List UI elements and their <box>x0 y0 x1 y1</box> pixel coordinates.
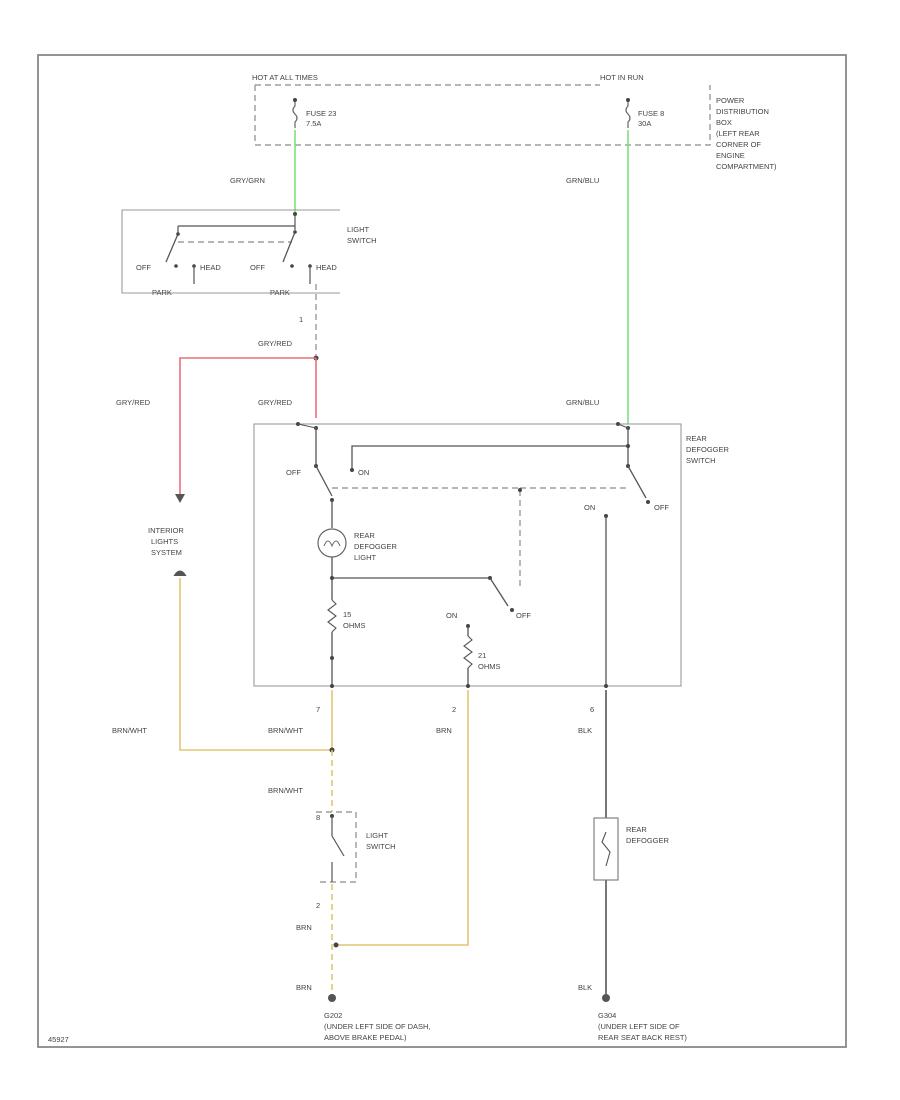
socket-interior-lights <box>173 570 187 577</box>
light-switch-top-off-1: OFF <box>136 263 151 272</box>
defogger-on-left: ON <box>358 468 369 477</box>
wire-label-grn-blu-mid: GRN/BLU <box>566 398 599 407</box>
defogger-light-3: LIGHT <box>354 553 377 562</box>
arrow-interior-lights <box>175 494 185 503</box>
light-switch-top-label-2: SWITCH <box>347 236 377 245</box>
ground-g304-desc-1: (UNDER LEFT SIDE OF <box>598 1022 680 1031</box>
ground-g304 <box>602 994 610 1002</box>
ground-g202-id: G202 <box>324 1011 342 1020</box>
interior-lights-line-3: SYSTEM <box>151 548 182 557</box>
light-switch-top-head-2: HEAD <box>316 263 337 272</box>
wire-label-brn-mid: BRN <box>296 923 312 932</box>
resistor-21-ohms <box>463 635 473 669</box>
interior-lights-line-2: LIGHTS <box>151 537 178 546</box>
hot-in-run-label: HOT IN RUN <box>600 73 644 82</box>
diagram-code: 45927 <box>48 1035 69 1044</box>
ground-g304-desc-2: REAR SEAT BACK REST) <box>598 1033 687 1042</box>
wire-label-brn-wht-low: BRN/WHT <box>268 786 303 795</box>
resistor-2-unit: OHMS <box>478 662 501 671</box>
wire-gry-red-interior <box>179 357 316 498</box>
wire-label-blk-low: BLK <box>578 983 592 992</box>
resistor-2-value: 21 <box>478 651 486 660</box>
pdb-line-7: COMPARTMENT) <box>716 162 777 171</box>
pin-2b: 2 <box>316 901 320 910</box>
defogger-switch-label-3: SWITCH <box>686 456 716 465</box>
pdb-line-4: (LEFT REAR <box>716 129 760 138</box>
light-switch-top-off-2: OFF <box>250 263 265 272</box>
defogger-off-right: OFF <box>654 503 669 512</box>
fuse-8-label: FUSE 8 <box>638 109 664 118</box>
ground-g202-desc-2: ABOVE BRAKE PEDAL) <box>324 1033 407 1042</box>
wire-label-brn-wht-mid: BRN/WHT <box>268 726 303 735</box>
wire-label-gry-grn: GRY/GRN <box>230 176 265 185</box>
pdb-line-6: ENGINE <box>716 151 745 160</box>
pdb-line-1: POWER <box>716 96 745 105</box>
fuse-8-rating: 30A <box>638 119 651 128</box>
defogger-switch-label-1: REAR <box>686 434 707 443</box>
rear-defogger-label-1: REAR <box>626 825 647 834</box>
pin-6: 6 <box>590 705 594 714</box>
interior-lights-line-1: INTERIOR <box>148 526 184 535</box>
light-switch-bottom-label-2: SWITCH <box>366 842 396 851</box>
diagram-frame <box>37 54 847 1048</box>
ground-g304-id: G304 <box>598 1011 616 1020</box>
wire-label-gry-red-2: GRY/RED <box>116 398 151 407</box>
fuse-23-label: FUSE 23 <box>306 109 336 118</box>
defogger-light-1: REAR <box>354 531 375 540</box>
defogger-off-left: OFF <box>286 468 301 477</box>
light-switch-bottom-box <box>316 811 357 883</box>
ground-g202-desc-1: (UNDER LEFT SIDE OF DASH, <box>324 1022 431 1031</box>
rear-defogger-switch-box <box>253 423 682 687</box>
pin-1: 1 <box>299 315 303 324</box>
fuse-23-symbol <box>292 100 298 128</box>
pin-7: 7 <box>316 705 320 714</box>
defogger-switch-label-2: DEFOGGER <box>686 445 730 454</box>
defogger-on-right: ON <box>584 503 595 512</box>
wire-brn-wht-interior <box>179 578 332 751</box>
wire-label-grn-blu-top: GRN/BLU <box>566 176 599 185</box>
fuse-23-rating: 7.5A <box>306 119 321 128</box>
rear-defogger-element <box>593 817 619 881</box>
hot-at-all-times-label: HOT AT ALL TIMES <box>252 73 318 82</box>
light-switch-top-park-1: PARK <box>152 288 172 297</box>
resistor-1-unit: OHMS <box>343 621 366 630</box>
wire-label-blk-top: BLK <box>578 726 592 735</box>
light-switch-bottom-label-1: LIGHT <box>366 831 389 840</box>
ground-g202 <box>328 994 336 1002</box>
resistor-1-value: 15 <box>343 610 351 619</box>
power-distribution-box <box>254 85 711 146</box>
wire-brn-defogger-switch <box>336 690 469 946</box>
pin-8: 8 <box>316 813 320 822</box>
pdb-line-5: CORNER OF <box>716 140 761 149</box>
defogger-on-mid: ON <box>446 611 457 620</box>
defogger-off-mid: OFF <box>516 611 531 620</box>
resistor-15-ohms <box>327 599 337 633</box>
wire-label-brn-low: BRN <box>296 983 312 992</box>
defogger-light-2: DEFOGGER <box>354 542 398 551</box>
defogger-indicator-lamp <box>317 528 347 558</box>
light-switch-top-head-1: HEAD <box>200 263 221 272</box>
wire-label-brn-wht-left: BRN/WHT <box>112 726 147 735</box>
wire-label-gry-red-3: GRY/RED <box>258 398 293 407</box>
pdb-line-2: DISTRIBUTION <box>716 107 769 116</box>
wire-label-gry-red-1: GRY/RED <box>258 339 293 348</box>
light-switch-top-park-2: PARK <box>270 288 290 297</box>
light-switch-top-label-1: LIGHT <box>347 225 370 234</box>
pdb-line-3: BOX <box>716 118 732 127</box>
pin-2: 2 <box>452 705 456 714</box>
rear-defogger-label-2: DEFOGGER <box>626 836 670 845</box>
fuse-8-symbol <box>625 100 631 128</box>
wire-label-brn-top: BRN <box>436 726 452 735</box>
light-switch-top-box <box>121 209 340 294</box>
